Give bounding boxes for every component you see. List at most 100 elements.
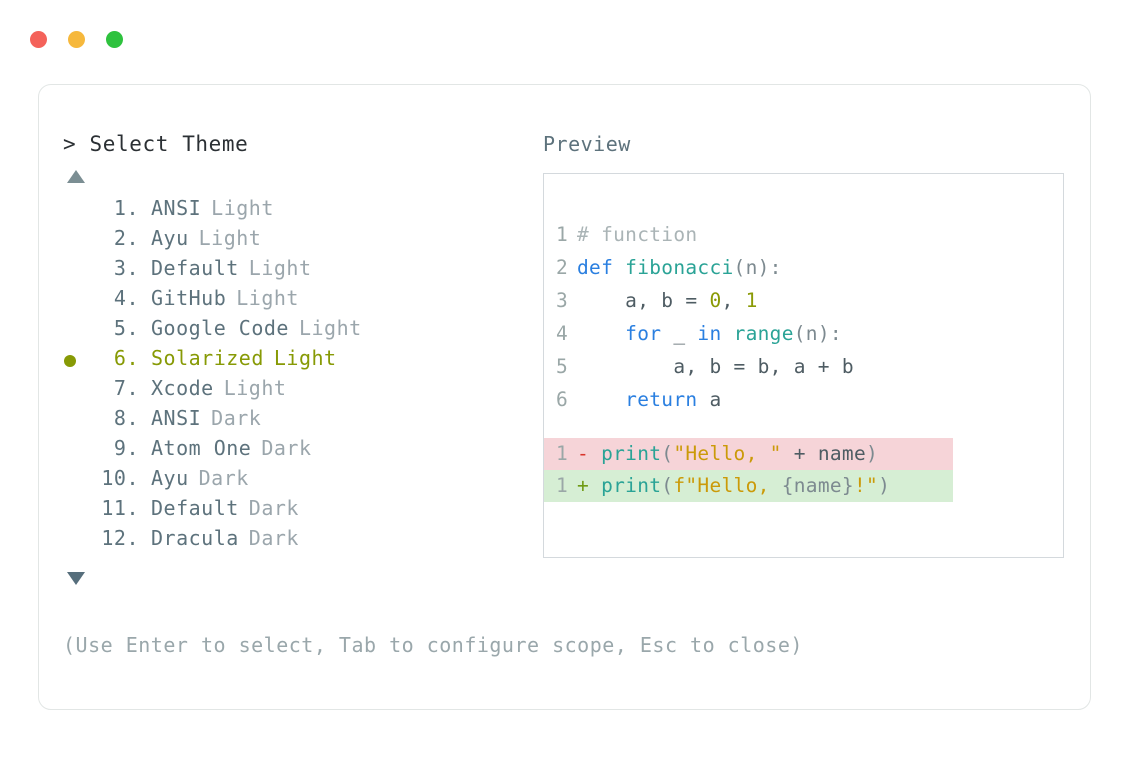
theme-variant: Light [236, 286, 299, 310]
theme-index: 7. [113, 376, 139, 400]
code-preview-box: 1# function 2 def fibonacci (n): 3 a, b = 0,… [543, 173, 1064, 558]
diff-removed-line: 1- print("Hello, " + name) [544, 438, 953, 470]
theme-index: 3. [113, 256, 139, 280]
code-token: in [697, 322, 722, 345]
line-number: 5 [555, 355, 568, 378]
code-token: "Hello, " [673, 442, 782, 465]
line-number: 6 [555, 388, 568, 411]
theme-name: Atom One [151, 436, 252, 460]
code-token: ) [878, 474, 891, 497]
line-number: 4 [555, 322, 568, 345]
theme-variant: Light [298, 316, 362, 340]
theme-list-item[interactable]: 7. Xcode Light [63, 376, 533, 406]
code-line: 5 a, b = b, a + b [544, 350, 1063, 383]
row-marker-empty [63, 286, 93, 316]
theme-variant: Dark [248, 526, 299, 550]
code-token: return [625, 388, 698, 411]
theme-list-item[interactable]: 5. Google Code Light [63, 316, 533, 346]
row-marker-empty [63, 256, 93, 286]
row-marker-empty [63, 526, 93, 556]
theme-variant: Light [211, 196, 274, 220]
theme-index: 8. [113, 406, 139, 430]
diff-minus-icon: - [577, 442, 602, 465]
line-number: 2 [555, 256, 568, 279]
theme-variant: Light [223, 376, 287, 400]
code-token: {name} [781, 474, 854, 497]
row-marker-empty [63, 226, 93, 256]
code-token: (n): [793, 322, 842, 345]
code-token: ) [866, 442, 879, 465]
theme-name: Google Code [151, 316, 289, 340]
row-marker-empty [63, 496, 93, 526]
code-token: print [601, 442, 662, 465]
theme-variant: Light [273, 346, 337, 370]
code-token: + [781, 442, 818, 465]
theme-index: 4. [113, 286, 139, 310]
theme-list-item[interactable]: 1. ANSI Light [63, 196, 533, 226]
code-token: for [625, 322, 662, 345]
scroll-up-icon[interactable] [67, 170, 85, 183]
page-title: > Select Theme [63, 132, 249, 156]
line-number: 1 [555, 223, 568, 246]
scroll-down-icon[interactable] [67, 572, 85, 585]
theme-name: Xcode [151, 376, 214, 400]
code-token: _ [661, 322, 698, 345]
code-line: 6 return a [544, 383, 1063, 416]
code-token: print [601, 474, 662, 497]
maximize-button[interactable] [106, 31, 123, 48]
diff-sample: 1- print("Hello, " + name)1+ print(f"Hel… [544, 438, 1063, 502]
theme-index: 6. [113, 346, 139, 370]
code-token: 1 [745, 289, 758, 312]
code-line: 1# function [544, 218, 1063, 251]
row-marker-empty [63, 406, 93, 436]
theme-variant: Light [198, 226, 262, 250]
theme-name: Dracula [151, 526, 239, 550]
row-marker-empty [63, 196, 93, 226]
code-token: fibonacci [625, 256, 734, 279]
row-marker-empty [63, 436, 93, 466]
line-number: 1 [555, 474, 568, 497]
row-marker-empty [63, 316, 93, 346]
code-token: !" [853, 474, 879, 497]
theme-name: ANSI [151, 406, 202, 430]
code-line: 3 a, b = 0, 1 [544, 284, 1063, 317]
close-button[interactable] [30, 31, 47, 48]
theme-name: GitHub [151, 286, 227, 310]
theme-variant: Dark [261, 436, 312, 460]
minimize-button[interactable] [68, 31, 85, 48]
theme-list-item[interactable]: 9. Atom One Dark [63, 436, 533, 466]
theme-variant: Dark [248, 496, 299, 520]
window-traffic-lights [30, 31, 123, 48]
theme-index: 5. [113, 316, 139, 340]
theme-list-item[interactable]: 4. GitHub Light [63, 286, 533, 316]
theme-variant: Light [248, 256, 312, 280]
code-token: ( [661, 442, 674, 465]
code-token: a, b = [577, 289, 710, 312]
preview-pane: Preview 1# function 2 def fibonacci (n): 3 a… [543, 131, 1068, 558]
theme-name: ANSI [151, 196, 202, 220]
code-token: f"Hello, [673, 474, 782, 497]
code-token: def [577, 256, 626, 279]
code-token: a, b = b, a + b [577, 355, 854, 378]
code-token: 0 [709, 289, 722, 312]
line-number: 3 [555, 289, 568, 312]
theme-name: Ayu [151, 226, 189, 250]
code-token: range [733, 322, 794, 345]
theme-index: 1. [113, 196, 139, 220]
theme-index: 9. [113, 436, 139, 460]
preview-label: Preview [543, 132, 631, 156]
theme-index: 11. [101, 496, 139, 520]
code-token [722, 322, 734, 345]
theme-index: 10. [101, 466, 139, 490]
code-token: a [697, 388, 722, 411]
row-marker-empty [63, 376, 93, 406]
